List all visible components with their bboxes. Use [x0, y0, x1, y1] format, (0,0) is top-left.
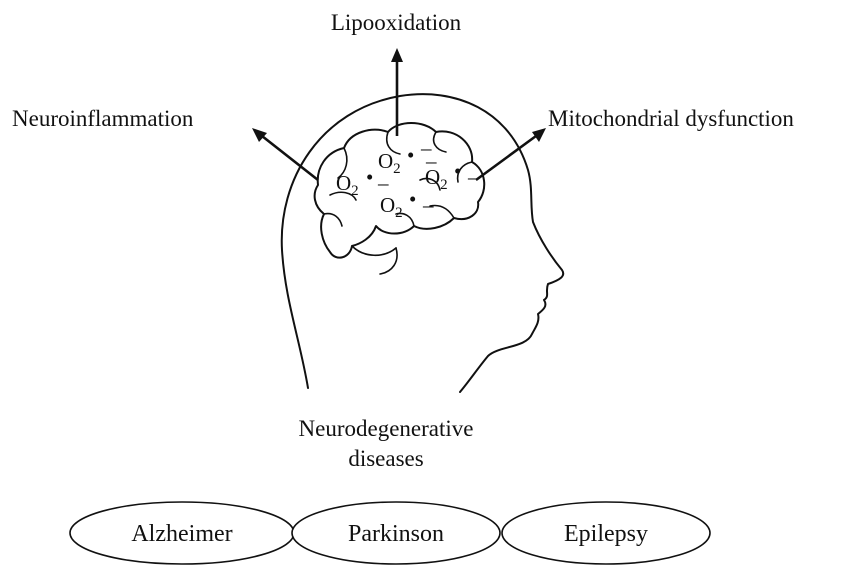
svg-text:–: –: [467, 165, 479, 189]
label-lipooxidation: Lipooxidation: [331, 10, 462, 35]
arrow-lipooxidation: [391, 48, 403, 136]
svg-text:–: –: [425, 149, 437, 173]
superoxide-radical: O2 • – –: [425, 149, 479, 193]
disease-alzheimer: Alzheimer: [70, 502, 294, 564]
disease-label: Alzheimer: [131, 521, 232, 547]
disease-epilepsy: Epilepsy: [502, 502, 710, 564]
svg-text:•: •: [366, 165, 373, 189]
label-neurodegenerative: Neurodegenerative: [299, 416, 474, 441]
disease-parkinson: Parkinson: [292, 502, 500, 564]
svg-text:•: •: [454, 159, 461, 183]
label-diseases: diseases: [348, 446, 423, 471]
brain-folds: [324, 132, 472, 274]
label-neuroinflammation: Neuroinflammation: [12, 106, 194, 131]
svg-text:–: –: [377, 171, 389, 195]
disease-label: Parkinson: [348, 521, 444, 547]
svg-text:O2: O2: [336, 171, 359, 199]
svg-text:–: –: [422, 193, 434, 217]
svg-text:•: •: [409, 187, 416, 211]
label-mitochondrial-dysfunction: Mitochondrial dysfunction: [548, 106, 794, 131]
disease-label: Epilepsy: [564, 521, 648, 547]
svg-text:O2: O2: [380, 193, 403, 221]
svg-text:•: •: [407, 143, 414, 167]
